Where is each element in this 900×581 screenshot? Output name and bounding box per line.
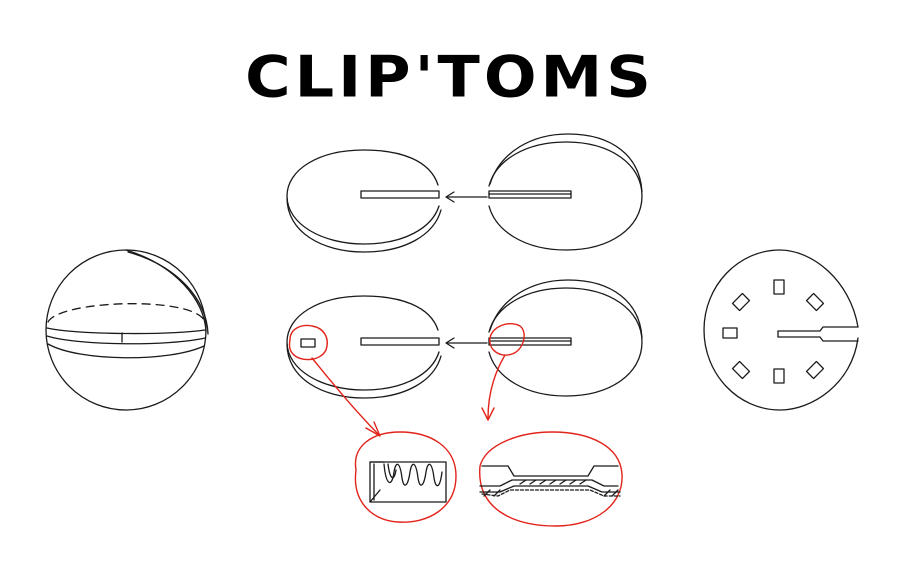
top-disc-pair xyxy=(286,133,643,253)
slot-bottom xyxy=(773,368,785,384)
bottom-left-disc xyxy=(286,295,442,399)
detail-markers xyxy=(288,322,525,437)
bottom-assembly-arrow xyxy=(445,337,488,349)
slot-left xyxy=(722,327,738,339)
face-plate xyxy=(703,249,859,411)
slot-top-left xyxy=(731,292,751,312)
slot-top xyxy=(773,279,785,295)
diagram-title: CLIP'TOMS xyxy=(245,42,655,111)
slot-bottom-right xyxy=(805,360,825,380)
top-right-disc xyxy=(488,133,643,251)
top-left-disc xyxy=(286,149,442,253)
assembled-sphere xyxy=(45,249,209,411)
slot-bottom-left xyxy=(731,360,751,380)
clip-wave-detail xyxy=(354,431,457,523)
bottom-right-disc xyxy=(488,279,643,397)
top-assembly-arrow xyxy=(445,191,488,203)
slot-top-right xyxy=(805,292,825,312)
bottom-disc-pair xyxy=(286,279,643,437)
joint-profile-detail xyxy=(479,431,623,527)
clip-slot xyxy=(300,338,316,348)
